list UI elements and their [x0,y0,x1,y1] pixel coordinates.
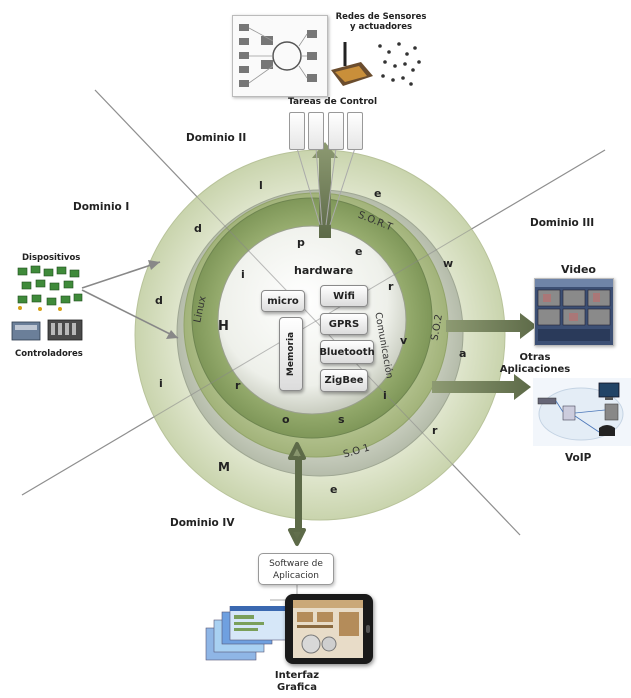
letter-mid-e: e [355,245,363,258]
voip-network-image [533,378,631,446]
controllers-label: Controladores [15,349,83,359]
gui-label: Interfaz Grafica [262,670,332,694]
letter-outer-d-1: d [194,222,202,235]
letter-mid-r-2: r [235,379,241,392]
hardware-label: hardware [294,264,354,277]
software-line-1: Software de [269,559,323,569]
letter-mid-i: i [241,268,245,281]
arrow-bidirectional-software [288,442,306,546]
software-line-2: Aplicacion [273,571,319,581]
sensors-title-line-2: y actuadores [349,22,413,32]
letter-outer-w: w [443,257,454,270]
memoria-label: Memoria [286,331,296,377]
letter-mid-i-2: i [383,389,387,402]
letter-mid-s: s [338,413,345,426]
letter-mid-r: r [388,280,394,293]
sensors-title-line-1: Redes de Sensores [335,12,427,22]
network-diagram-image [232,15,328,97]
control-task-tab-2 [308,112,324,150]
devices-label: Dispositivos [22,253,81,263]
sensors-title: Redes de Sensores y actuadores [334,12,428,32]
domain-i-label: Dominio I [73,201,130,213]
control-task-connectors [296,147,356,226]
controllers-image [10,316,86,346]
tablet-image [285,594,373,664]
control-task-tab-4 [347,112,363,150]
software-box: Software de Aplicacion [258,553,334,585]
letter-outer-l: l [259,179,263,192]
letter-outer-d-2: d [155,294,163,307]
letter-outer-i: i [159,377,163,390]
gui-windows-image [204,605,290,662]
letter-mid-p: p [297,236,305,249]
video-label: Video [561,263,596,276]
domain-iv-label: Dominio IV [170,517,235,529]
arrow-to-video [446,313,537,339]
voip-label: VoIP [565,452,592,464]
devices-image [14,264,84,314]
letter-outer-e-top: e [374,187,382,200]
gprs-box: GPRS [320,313,368,335]
zigbee-box: ZigBee [320,369,368,392]
letter-mid-H: H [218,319,229,334]
letter-mid-v: v [400,334,408,347]
letter-outer-a: a [459,347,467,360]
domain-ii-label: Dominio II [186,132,247,144]
other-apps-line-1: Otras [519,352,551,363]
bluetooth-box: Bluetooth [319,340,375,364]
gui-line-2: Grafica [277,682,317,693]
control-tasks-label: Tareas de Control [288,97,378,107]
sensor-board-image [325,36,423,94]
letter-mid-o: o [282,413,290,426]
control-task-tab-1 [289,112,305,150]
video-surveillance-image [534,278,614,346]
gui-line-1: Interfaz [274,670,320,681]
letter-outer-M: M [218,460,230,474]
other-apps-line-2: Aplicaciones [499,364,571,375]
arrow-devices-upper [148,260,160,270]
letter-outer-e-bottom: e [330,483,338,496]
memoria-box: Memoria [279,317,303,391]
control-task-tab-3 [328,112,344,150]
micro-box: micro [261,290,305,312]
arrow-to-voip [432,374,531,400]
arrow-devices-lower [166,330,178,339]
domain-iii-label: Dominio III [530,217,595,229]
other-apps-label: Otras Aplicaciones [492,352,578,376]
arrow-to-control-tasks [312,142,338,238]
letter-outer-r: r [432,424,438,437]
wifi-box: Wifi [320,285,368,307]
